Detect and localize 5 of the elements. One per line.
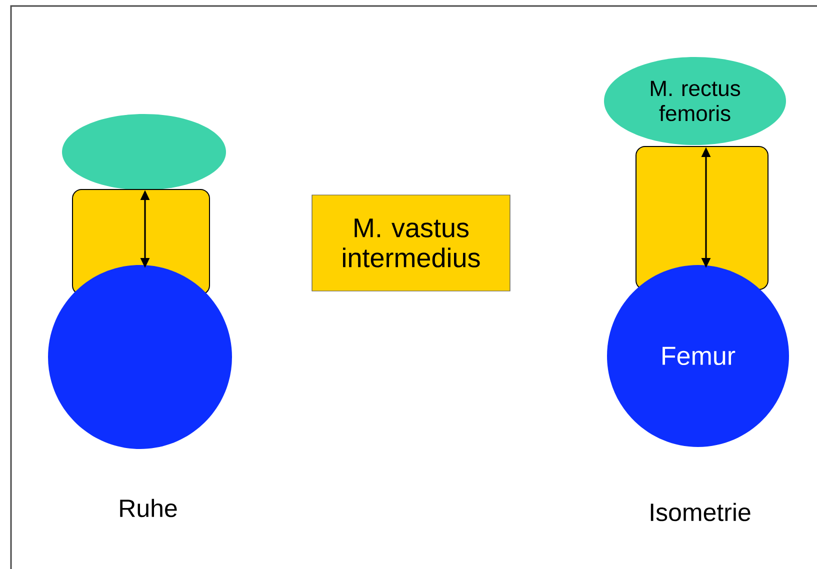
caption-label: Ruhe: [120, 498, 177, 518]
bone-circle: [48, 265, 232, 449]
muscle-ellipse: [62, 114, 226, 190]
caption-label: Isometrie: [650, 502, 750, 522]
label-box: M. vastus intermedius: [312, 194, 510, 292]
